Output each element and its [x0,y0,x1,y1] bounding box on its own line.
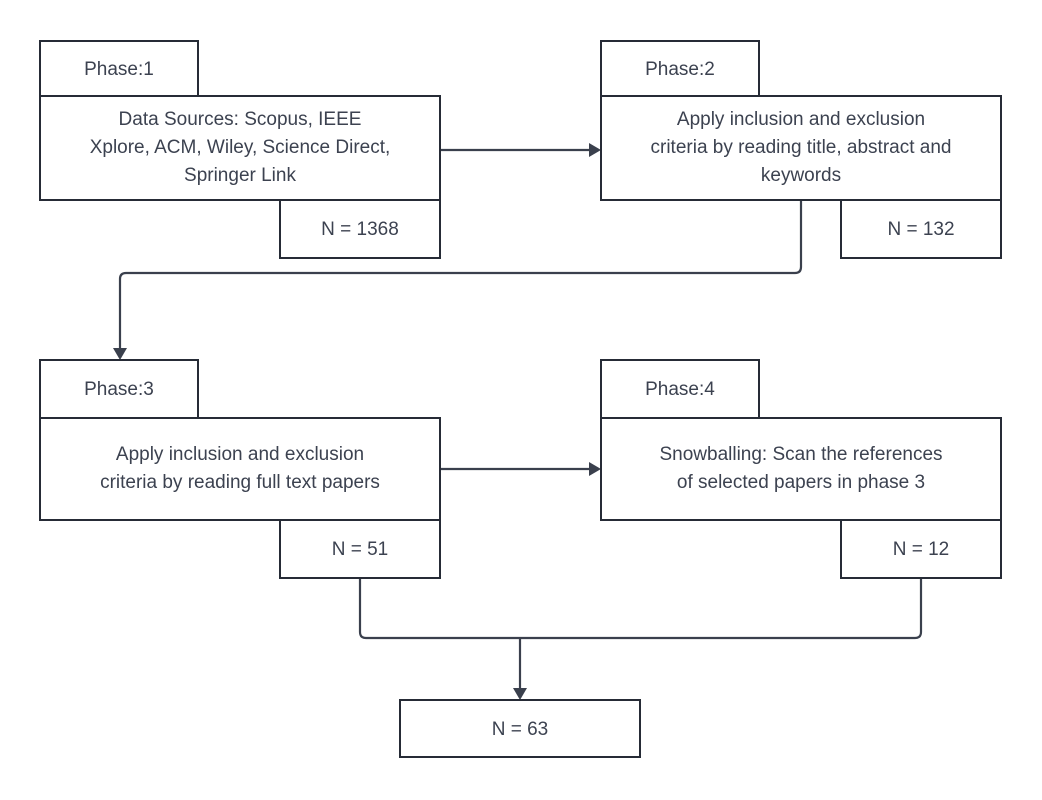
total-count-label: N = 63 [492,719,549,740]
phase-3-count-box[interactable] [279,519,441,579]
phase-1-count-label: N = 1368 [321,219,399,240]
node-total[interactable]: N = 63 [399,699,641,758]
phase-4-count-label: N = 12 [893,539,950,560]
phase-2-count-box[interactable] [840,199,1002,259]
edge-line [118,200,803,348]
phase-4-body-line-2: of selected papers in phase 3 [677,472,925,493]
arrowhead-icon [589,462,601,476]
phase-2-tab-label: Phase:2 [645,59,715,80]
phase-1-tab-label: Phase:1 [84,59,154,80]
phase-4-body[interactable] [600,417,1002,521]
phase-3-body[interactable] [39,417,441,521]
edge-phase4count-to-total [520,578,923,640]
phase-3-body-line-2: criteria by reading full text papers [100,472,380,493]
phase-1-body[interactable] [39,95,441,201]
phase-2-count-label: N = 132 [887,219,954,240]
arrowhead-icon [113,348,127,360]
phase-3-count-label: N = 51 [332,539,389,560]
edge-phase3-to-phase4 [440,462,601,476]
edge-line [520,578,923,640]
phase-4-body-line-1: Snowballing: Scan the references [659,444,942,465]
edge-junction-to-total [513,638,527,700]
edge-phase3count-to-total [358,578,520,640]
phase-2-body-line-1: Apply inclusion and exclusion [677,109,925,130]
node-phase-4[interactable]: Phase:4 Snowballing: Scan the references… [600,359,1002,579]
phase-3-tab[interactable] [39,359,199,419]
phase-1-count-box[interactable] [279,199,441,259]
arrowhead-icon [589,143,601,157]
total-count-box[interactable] [399,699,641,758]
node-phase-2[interactable]: Phase:2 Apply inclusion and exclusion cr… [600,40,1002,259]
node-phase-3[interactable]: Phase:3 Apply inclusion and exclusion cr… [39,359,441,579]
node-phase-1[interactable]: Phase:1 Data Sources: Scopus, IEEE Xplor… [39,40,441,259]
phase-4-count-box[interactable] [840,519,1002,579]
arrowhead-icon [513,688,527,700]
phase-3-tab-label: Phase:3 [84,379,154,400]
edge-phase2-to-phase3 [113,200,803,360]
phase-1-tab[interactable] [39,40,199,97]
phase-4-tab[interactable] [600,359,760,419]
phase-1-body-line-3: Springer Link [184,165,296,186]
edge-line [358,578,520,640]
edge-phase1-to-phase2 [440,143,601,157]
phase-2-body-line-2: criteria by reading title, abstract and [651,137,952,158]
phase-4-tab-label: Phase:4 [645,379,715,400]
phase-1-body-line-1: Data Sources: Scopus, IEEE [119,109,362,130]
phase-2-body-line-3: keywords [761,165,841,186]
phase-2-body[interactable] [600,95,1002,201]
phase-1-body-line-2: Xplore, ACM, Wiley, Science Direct, [90,137,391,158]
phase-3-body-line-1: Apply inclusion and exclusion [116,444,364,465]
